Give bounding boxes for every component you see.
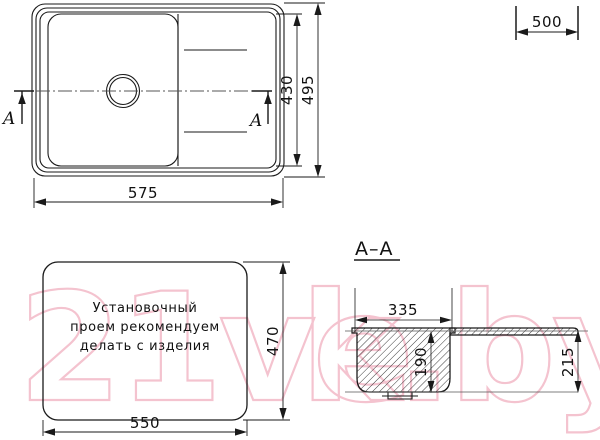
cutout-rectangle: [42, 261, 248, 421]
watermark-21vek: 21ve k.by: [17, 261, 600, 437]
cutout-note-line-2: проем рекомендуем: [70, 320, 220, 335]
dimension-label-495: 495: [299, 75, 317, 105]
sink-rim-edge: [39, 11, 277, 169]
dimension-label-500: 500: [532, 13, 562, 31]
sink-inner-rim: [35, 7, 281, 173]
section-bowl: [351, 327, 456, 393]
dimension-470: [243, 261, 290, 421]
dimension-495: [284, 2, 325, 178]
dimension-label-430: 430: [278, 75, 296, 105]
dimension-label-550: 550: [130, 414, 160, 432]
drainboard-plate-body: [449, 327, 579, 336]
section-view-title: A–A: [355, 238, 394, 260]
section-arrow-left: [18, 93, 26, 104]
dimension-label-215: 215: [559, 347, 577, 377]
cutout-note-line-3: делать с изделия: [80, 339, 210, 354]
section-marker-left: A: [1, 91, 26, 129]
section-label-right: A: [248, 111, 262, 131]
dimension-550: [42, 420, 248, 436]
cabinet-width-note: [515, 6, 579, 40]
dimension-215: [574, 330, 582, 393]
section-arrow-right: [264, 93, 272, 104]
section-drain-boss: [382, 392, 418, 400]
section-bowl-wall: [351, 327, 456, 393]
dimension-label-335: 335: [388, 301, 418, 319]
watermark-text-left: 21ve: [18, 262, 410, 436]
section-drainboard-plate: [449, 327, 579, 336]
cutout-note-line-1: Установочный: [93, 301, 198, 316]
section-marker-right: A: [248, 91, 272, 131]
dimension-label-575: 575: [128, 184, 158, 202]
dimension-575: [33, 178, 284, 208]
installation-cutout-view: [42, 261, 248, 421]
dimension-label-190: 190: [412, 347, 430, 377]
sink-outer-rim: [31, 3, 285, 177]
dimension-335: [354, 288, 453, 332]
section-label-left: A: [1, 109, 15, 129]
dimension-190: [427, 331, 435, 393]
dimension-label-470: 470: [264, 326, 282, 356]
dimension-430: [276, 13, 302, 167]
